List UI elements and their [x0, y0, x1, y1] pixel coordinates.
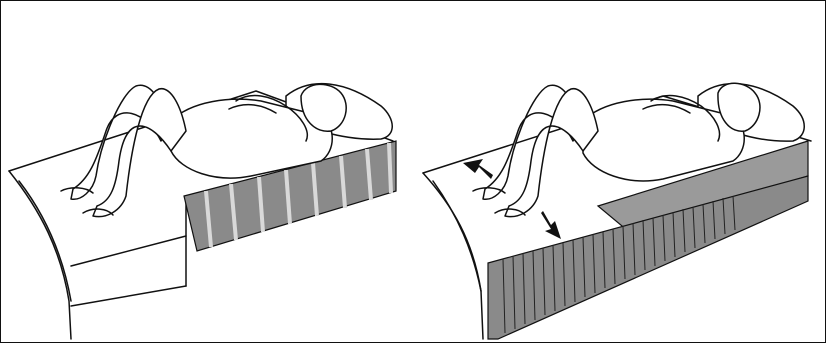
panel-left [1, 1, 413, 342]
down-arrow-icon [541, 211, 561, 239]
left-illustration [1, 1, 413, 342]
right-illustration [413, 1, 825, 342]
up-arrow-icon [463, 159, 493, 179]
panel-right [413, 1, 825, 342]
